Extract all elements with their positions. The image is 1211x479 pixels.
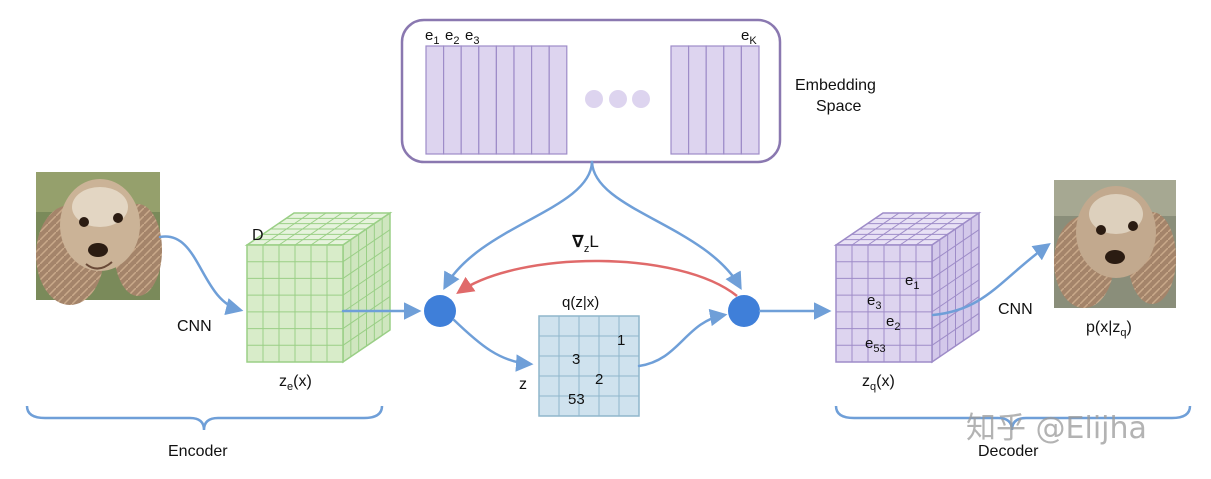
embedding-vector-column: [740, 45, 760, 155]
ellipsis-dot: [585, 90, 603, 108]
grid-to-node-arrow: [637, 308, 728, 368]
ellipsis-dot: [632, 90, 650, 108]
embedding-left-arrow: [443, 160, 594, 291]
cube-e2-label: e2: [886, 313, 900, 333]
embedding-vector-column: [495, 45, 515, 155]
cube-e3-label: e3: [867, 292, 881, 312]
embedding-right-arrow: [590, 160, 742, 291]
embedding-space-label-line2: Space: [816, 98, 861, 115]
px-given-zq-label: p(x|zq): [1086, 319, 1132, 339]
dimension-d-label: D: [252, 227, 264, 244]
encoder-cnn-label: CNN: [177, 318, 212, 335]
cube-e1-label: e1: [905, 272, 919, 292]
qzx-cell-1: 1: [617, 332, 625, 349]
encoder-label: Encoder: [168, 443, 228, 460]
zq-label: zq(x): [862, 373, 895, 393]
embedding-vector-column: [687, 45, 707, 155]
z-label: z: [519, 376, 527, 393]
qzx-grid-lines: [539, 316, 639, 416]
embedding-vector-column: [443, 45, 462, 155]
embedding-vector-column: [460, 45, 480, 155]
input-dog-image: [36, 172, 162, 305]
embedding-space-label-line1: Embedding: [795, 77, 876, 94]
embedding-vector-column: [670, 45, 690, 155]
decoder-label: Decoder: [978, 443, 1039, 460]
decoder-brace: [834, 405, 1192, 431]
embedding-vector-column: [478, 45, 497, 155]
embedding-vector-column: [548, 45, 568, 155]
cube-e53-label: e53: [865, 335, 886, 355]
embedding-vector-column: [513, 45, 533, 155]
ellipsis-dot: [609, 90, 627, 108]
embedding-vectors-left: [425, 45, 568, 155]
decoder-input-cube: [833, 211, 982, 364]
encoder-output-cube: [244, 211, 393, 364]
e1-label: e1: [425, 27, 439, 47]
decoder-cnn-label: CNN: [998, 301, 1033, 318]
encoder-merge-node: [424, 295, 456, 327]
node-to-grid-arrow: [452, 318, 534, 372]
decoder-cnn-arrow: [931, 242, 1051, 317]
ze-label: ze(x): [279, 373, 312, 393]
embedding-vector-column: [530, 45, 550, 155]
embedding-vector-column: [705, 45, 725, 155]
embedding-vectors-right: [670, 45, 760, 155]
qzx-cell-2: 2: [595, 371, 603, 388]
watermark: 知乎 @Elijha: [966, 411, 1147, 446]
qzx-label: q(z|x): [562, 294, 599, 311]
embedding-vector-column: [425, 45, 445, 155]
qzx-cell-53: 53: [568, 391, 585, 408]
e2-label: e2: [445, 27, 459, 47]
encoder-brace: [25, 405, 384, 431]
embedding-vector-column: [723, 45, 742, 155]
gradient-copy-arrow: [456, 259, 738, 297]
output-dog-image: [1054, 180, 1176, 308]
gradient-label: ∇zL: [572, 232, 599, 255]
qzx-cell-3: 3: [572, 351, 580, 368]
e3-label: e3: [465, 27, 479, 47]
qzx-grid: [538, 315, 640, 417]
quantize-node: [728, 295, 760, 327]
ek-label: eK: [741, 27, 757, 47]
encoder-cnn-arrow: [158, 235, 244, 316]
